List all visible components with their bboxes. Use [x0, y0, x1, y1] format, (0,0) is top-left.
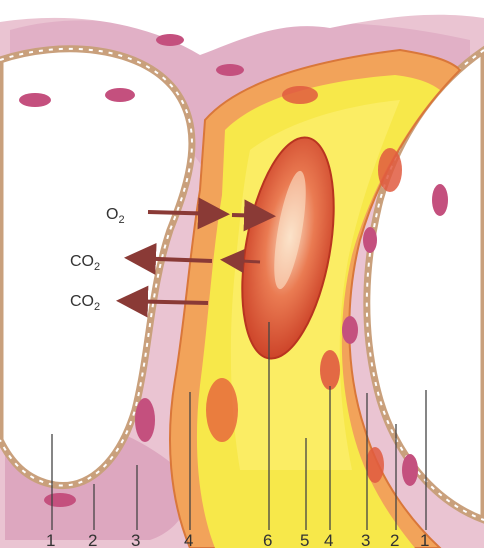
- label-5: 5: [300, 531, 309, 548]
- label-1-left: 1: [46, 531, 55, 548]
- label-3-left: 3: [131, 531, 140, 548]
- co2-arrow-3: [124, 301, 208, 303]
- label-2-left: 2: [88, 531, 97, 548]
- o2-arrow-1: [148, 212, 222, 214]
- o2-arrow-2: [232, 215, 268, 216]
- label-3-right: 3: [361, 531, 370, 548]
- label-4-left: 4: [184, 531, 193, 548]
- label-1-right: 1: [420, 531, 429, 548]
- co2-arrow-2: [226, 260, 260, 262]
- label-2-right: 2: [390, 531, 399, 548]
- label-4-right: 4: [324, 531, 333, 548]
- label-6: 6: [263, 531, 272, 548]
